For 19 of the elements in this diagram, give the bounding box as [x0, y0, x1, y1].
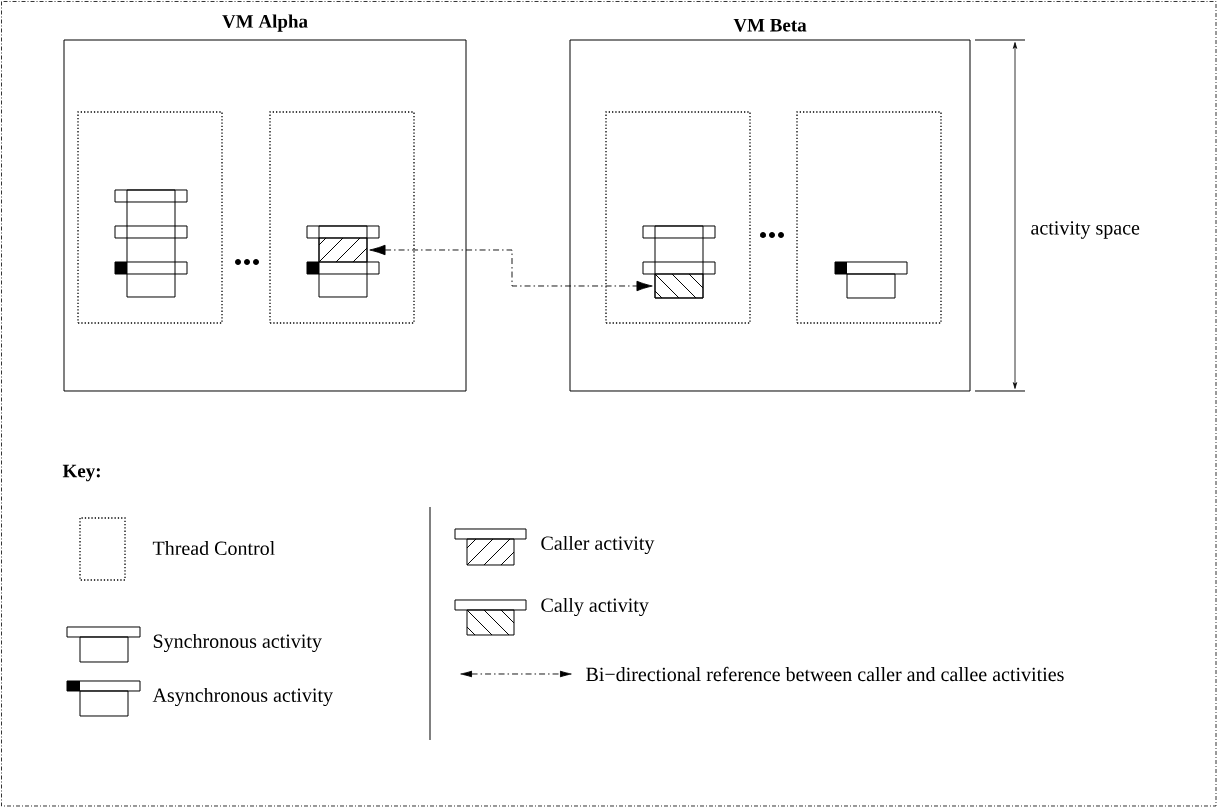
node-label: VM Alpha [222, 14, 308, 32]
legend-text: Synchronous activity [153, 633, 322, 653]
legend-text: Asynchronous activity [152, 687, 333, 707]
thread-control-box [269, 111, 415, 324]
legend-text: Cally activity [541, 597, 649, 617]
thread-control-box [77, 111, 223, 324]
vm-box: VM Alpha [63, 14, 467, 392]
vm-box: VM Beta [569, 18, 971, 392]
node-label: VM Beta [733, 18, 807, 32]
thread-control-box [605, 111, 751, 324]
legend-text: Bi−directional reference between caller and callee activities [586, 666, 1064, 682]
caller-activity [318, 237, 368, 263]
dimension-label: activity space [1031, 221, 1140, 239]
legend-text: Thread Control [152, 540, 275, 556]
thread-control-box [796, 111, 942, 324]
key-heading: Key: [62, 464, 100, 482]
legend-text: Caller activity [541, 535, 655, 555]
arrow [369, 244, 653, 292]
callee-activity [654, 273, 704, 299]
